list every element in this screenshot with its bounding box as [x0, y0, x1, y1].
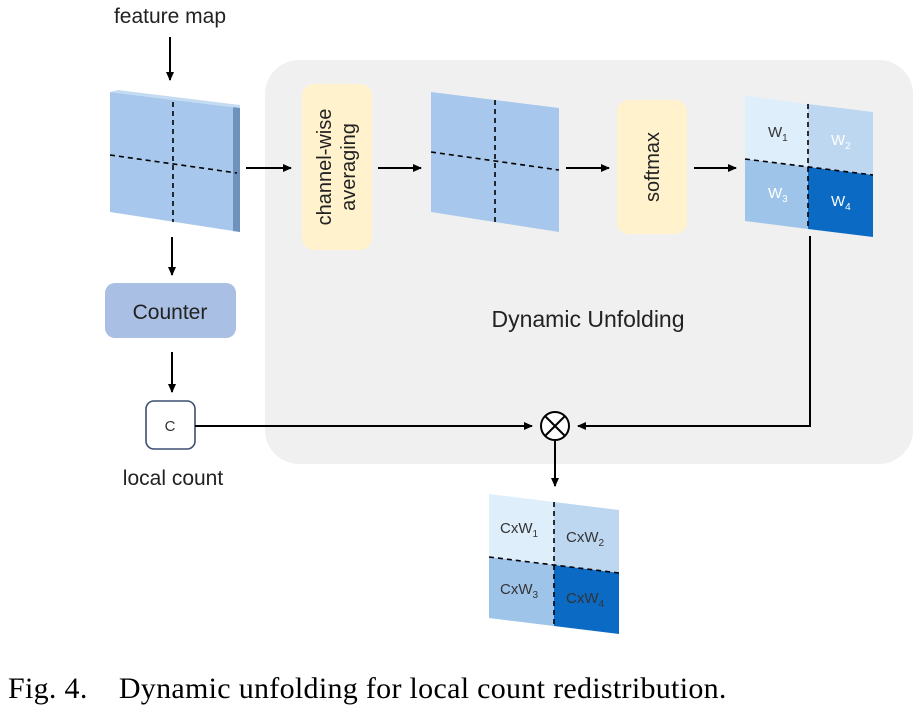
- output-cell-1: [489, 494, 554, 565]
- caption-gap: [88, 672, 119, 705]
- output-label-3: CxW3: [500, 581, 539, 601]
- dynamic-unfolding-label: Dynamic Unfolding: [491, 306, 684, 332]
- output-cell-4: [554, 565, 619, 634]
- feature-map-label: feature map: [114, 5, 226, 28]
- w2-label: W2: [831, 132, 851, 152]
- w3-label: W3: [768, 185, 788, 205]
- output-map: CxW1 CxW2 CxW3 CxW4: [488, 494, 620, 634]
- local-count-label: local count: [123, 467, 224, 490]
- softmax-box: softmax: [617, 100, 687, 234]
- caption-label: Fig. 4.: [8, 672, 88, 705]
- count-symbol: C: [165, 418, 176, 435]
- softmax-label: softmax: [642, 132, 664, 202]
- weight-cell-w4: [808, 167, 873, 237]
- channel-wise-label: channel-wise: [314, 109, 336, 226]
- feature-map: [109, 90, 240, 232]
- figure-caption: Fig. 4. Dynamic unfolding for local coun…: [8, 672, 908, 706]
- weight-cell-w2: [808, 104, 873, 175]
- output-label-4: CxW4: [566, 590, 605, 610]
- counter-label: Counter: [133, 301, 208, 324]
- output-cell-2: [554, 502, 619, 573]
- channel-wise-averaging-box: channel-wise averaging: [302, 84, 372, 250]
- counter-box: Counter: [105, 283, 236, 338]
- output-cell-3: [489, 557, 554, 626]
- output-label-2: CxW2: [566, 529, 605, 549]
- averaged-map: [430, 92, 560, 232]
- weight-map: W1 W2 W3 W4: [744, 96, 874, 237]
- arrow-weights-to-multiply: [577, 236, 811, 430]
- output-label-1: CxW1: [500, 520, 539, 540]
- w4-label: W4: [831, 193, 851, 213]
- count-node: C: [145, 400, 196, 450]
- weight-cell-w1: [745, 96, 808, 167]
- caption-text: Dynamic unfolding for local count redist…: [118, 672, 727, 705]
- w1-label: W1: [768, 124, 788, 144]
- multiply-icon: [540, 411, 570, 441]
- weight-cell-w3: [745, 159, 808, 229]
- averaging-label: averaging: [338, 123, 360, 211]
